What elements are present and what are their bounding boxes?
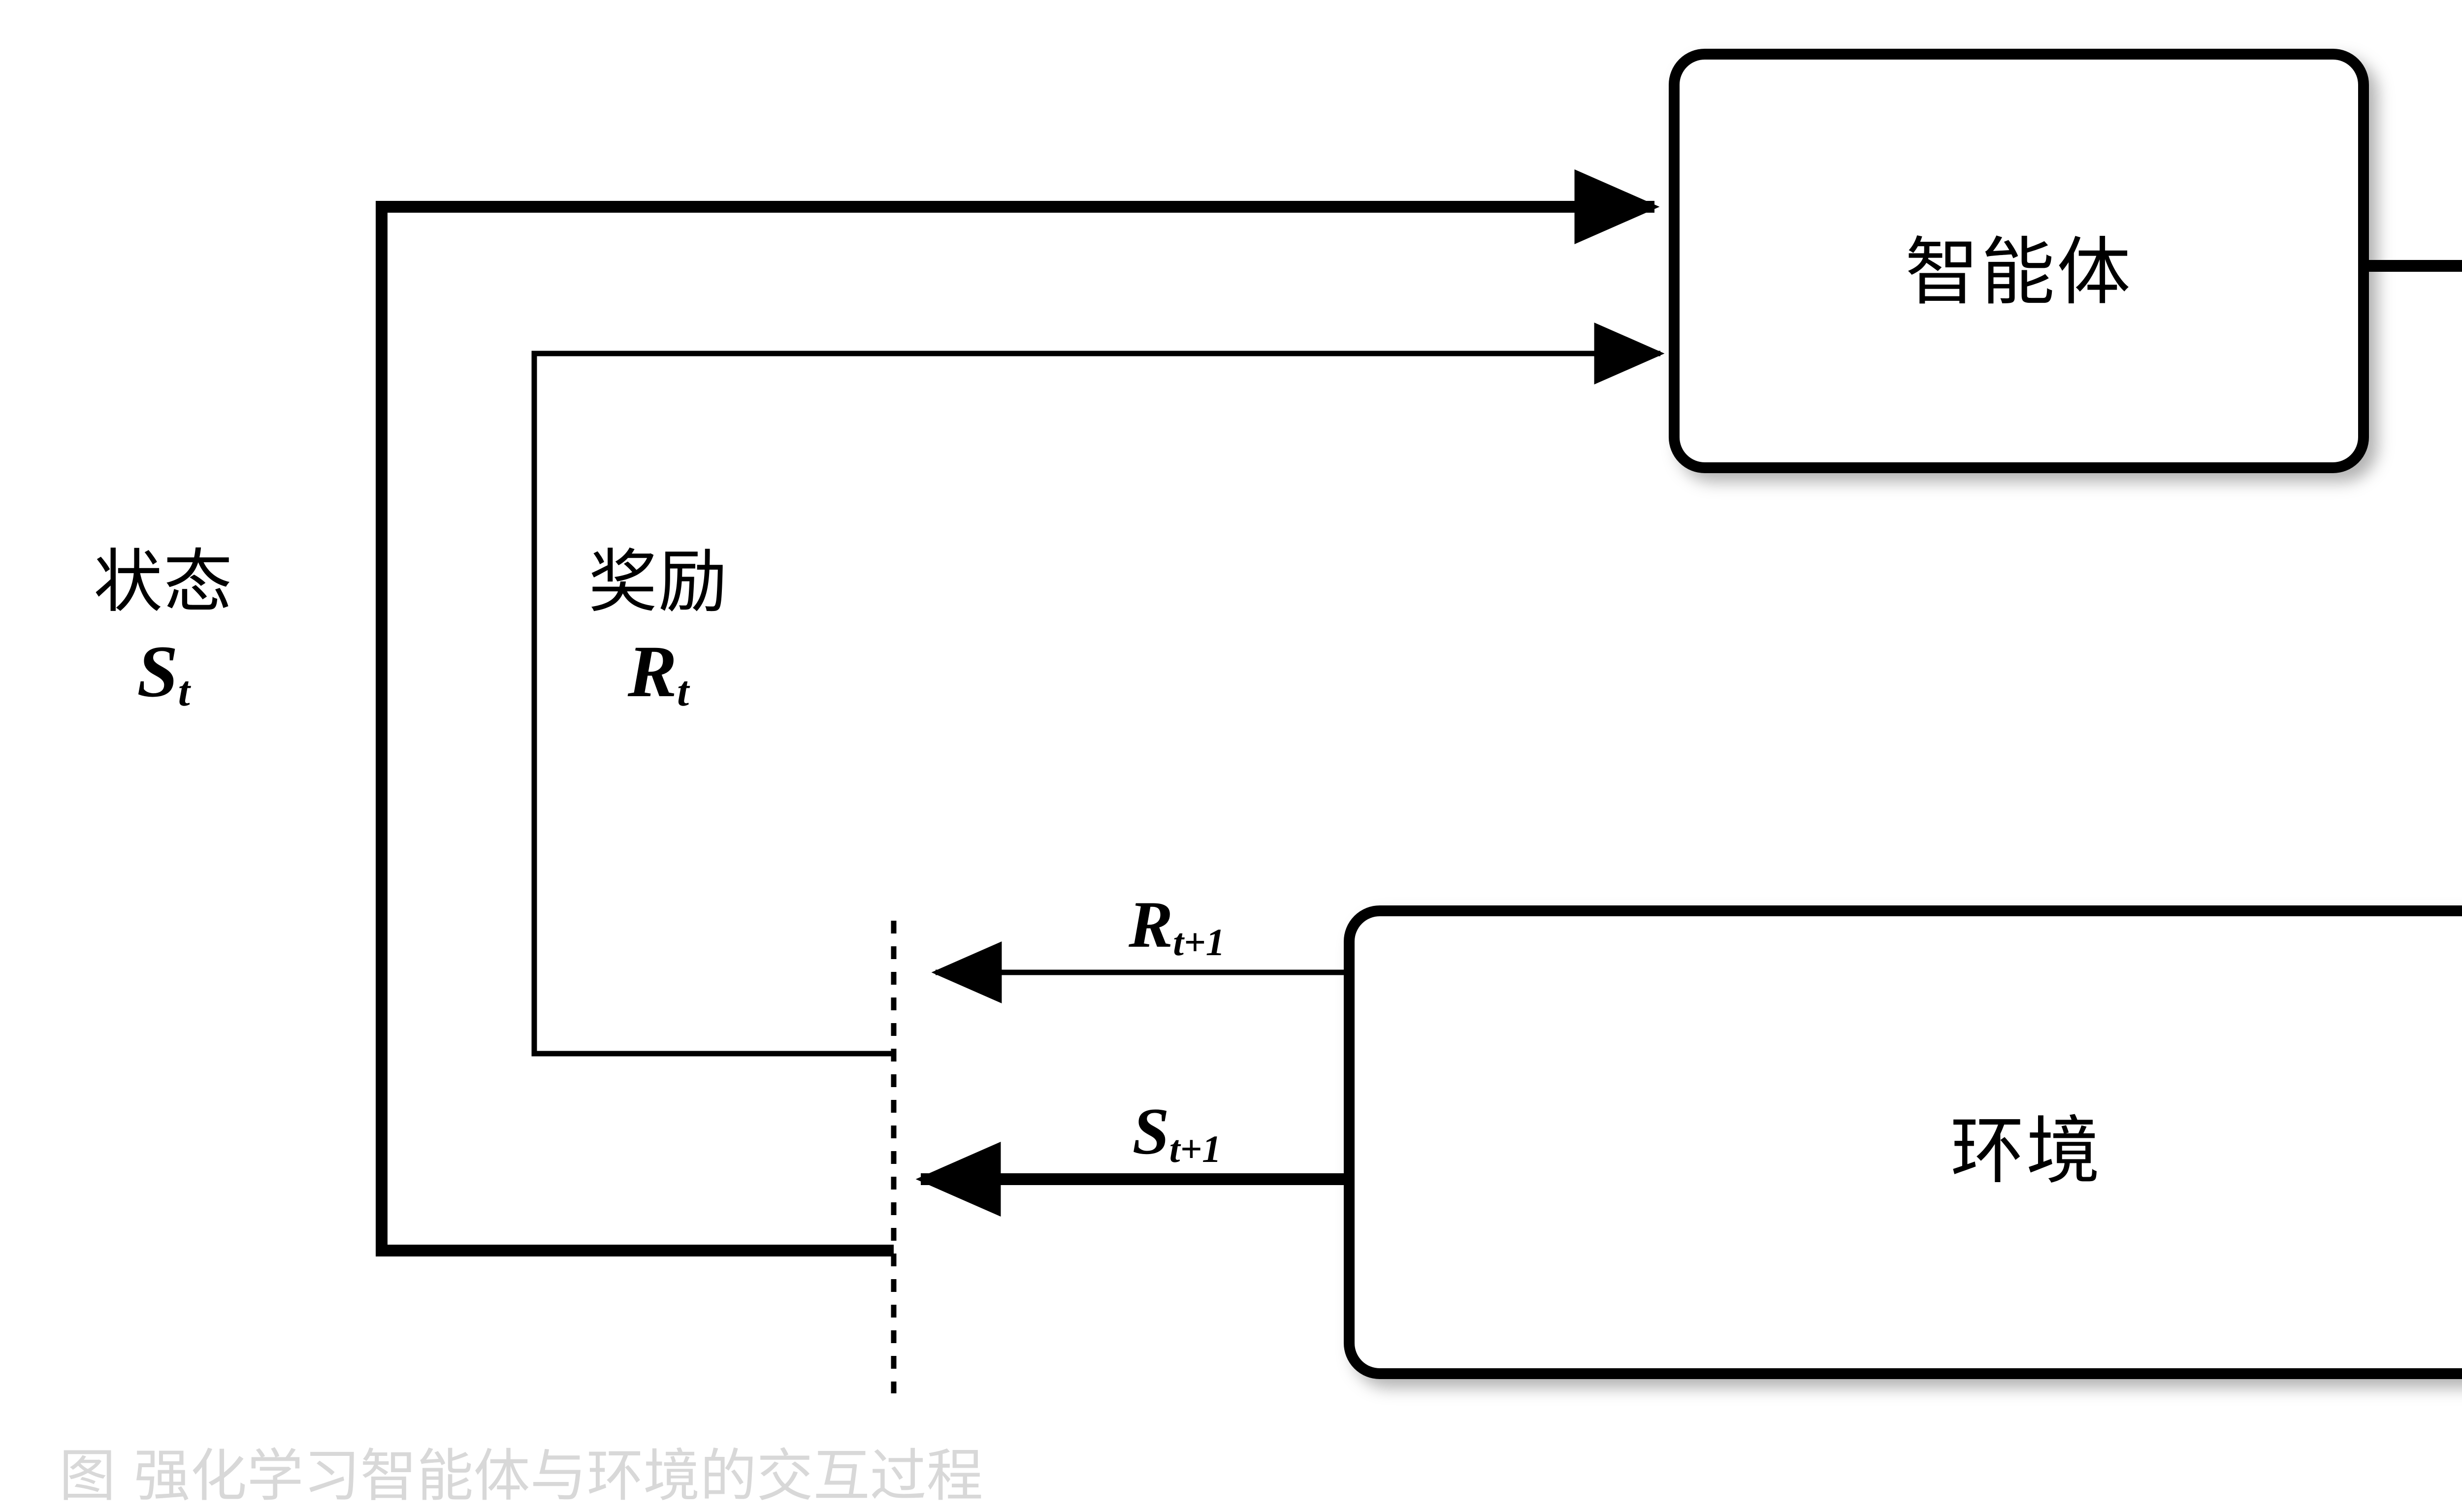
environment-box: [1344, 905, 2462, 1379]
environment-label: 环境: [1950, 1108, 2103, 1194]
reward-feedback-edge: [531, 322, 1665, 1057]
agent-label: 智能体: [1905, 229, 2133, 316]
state-next-label: St+1: [1132, 1094, 1222, 1171]
reward-symbol: Rt: [627, 630, 689, 715]
state-feedback-edge: [376, 169, 1660, 1256]
reward-label-text: 奖励: [588, 542, 729, 622]
reward-label-group: 奖励 Rt: [588, 544, 728, 717]
figure-caption: 图 强化学习智能体与环境的交互过程: [59, 1443, 983, 1509]
state-label-group: 状态 St: [94, 544, 233, 717]
state-symbol: St: [137, 630, 190, 715]
state-label-text: 状态: [94, 542, 234, 622]
reward-next-label: Rt+1: [1129, 888, 1225, 964]
